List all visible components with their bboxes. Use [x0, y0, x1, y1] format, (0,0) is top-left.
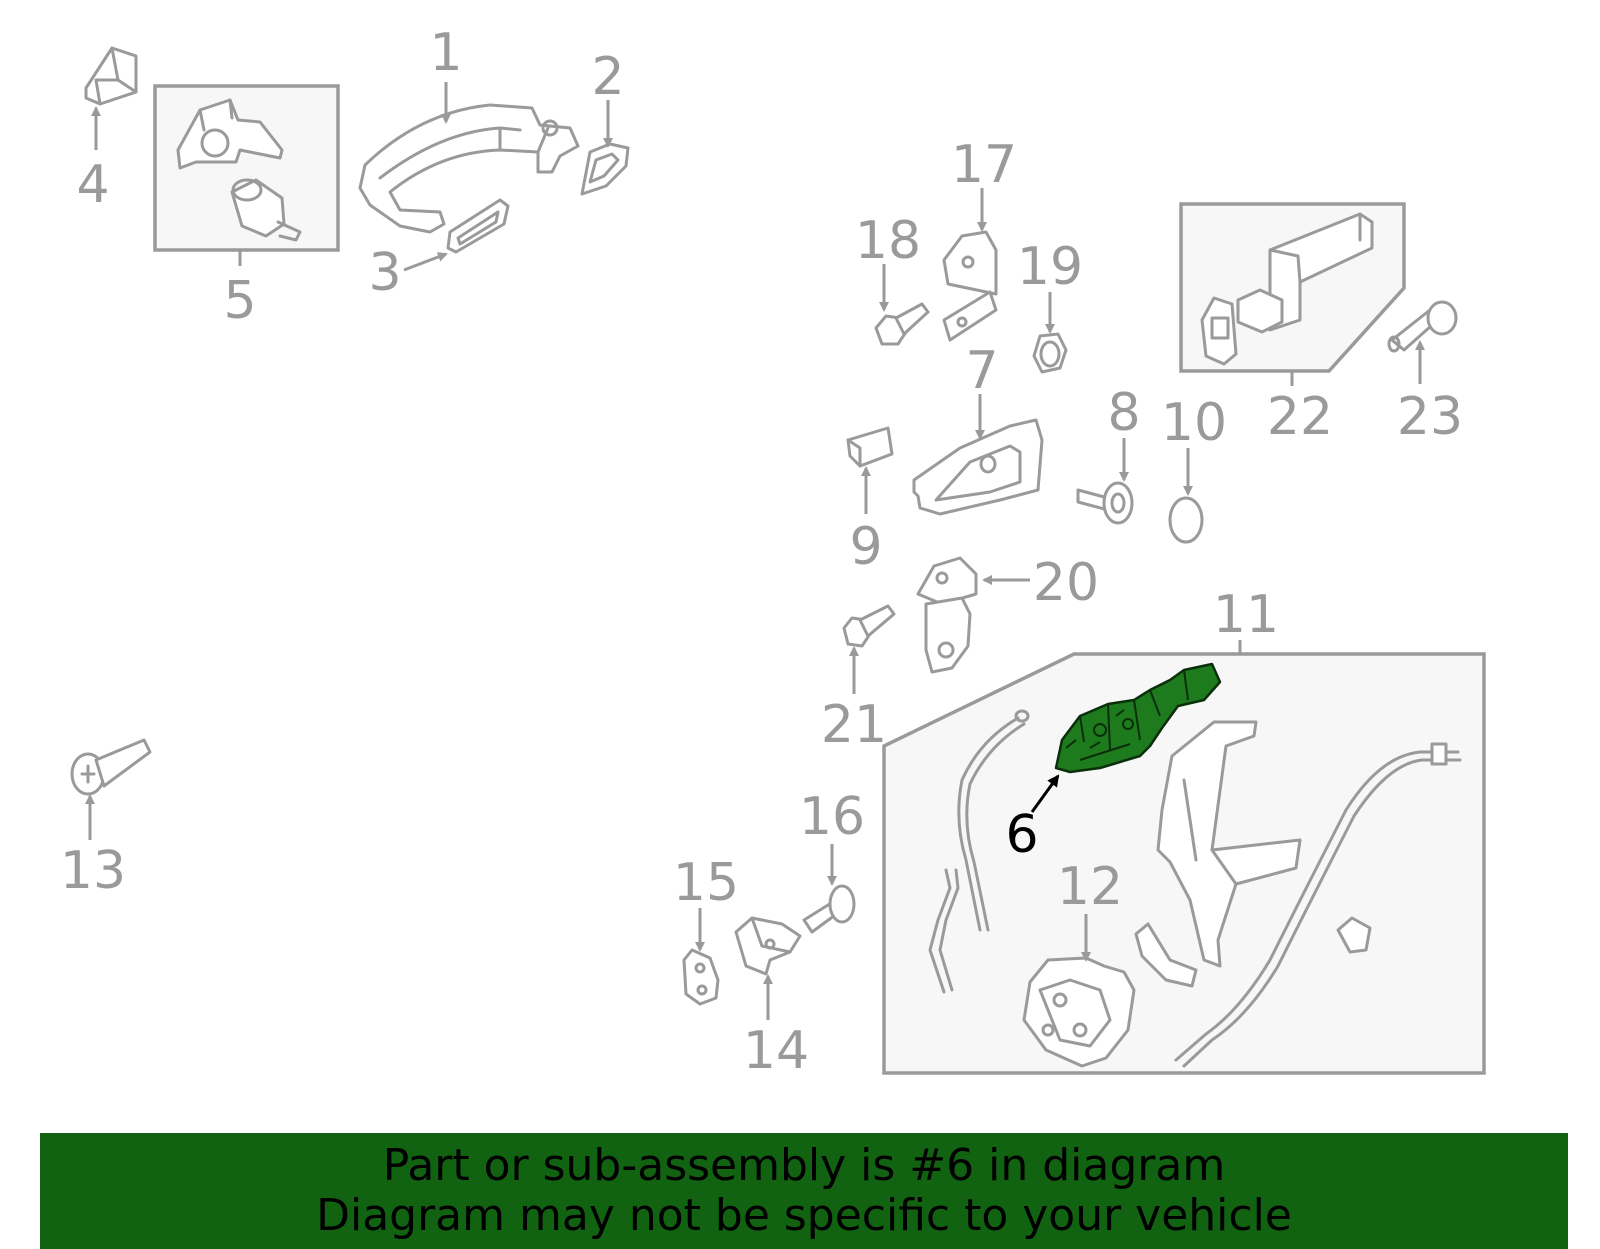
part-18-bolt: [874, 302, 930, 346]
callout-7: 7: [965, 341, 998, 401]
callout-11: 11: [1213, 585, 1279, 645]
info-banner: Part or sub-assembly is #6 in diagram Di…: [40, 1133, 1568, 1249]
callout-13: 13: [60, 841, 126, 901]
callout-4: 4: [76, 155, 109, 215]
callout-16: 16: [799, 787, 865, 847]
part-10-o-ring: [1168, 496, 1204, 544]
part-22-check-strap: [1200, 212, 1374, 366]
callout-23: 23: [1397, 387, 1463, 447]
part-2-gasket: [580, 142, 630, 196]
callout-19: 19: [1017, 237, 1083, 297]
leader-6: [1030, 774, 1060, 813]
part-17-bracket: [942, 230, 998, 342]
banner-line-2: Diagram may not be specific to your vehi…: [316, 1190, 1292, 1241]
callout-22: 22: [1267, 387, 1333, 447]
callout-8: 8: [1107, 383, 1140, 443]
part-13-screw: [70, 738, 152, 796]
callout-9: 9: [849, 517, 882, 577]
callout-21: 21: [821, 695, 887, 755]
callout-6: 6: [1005, 805, 1038, 865]
part-8-bolt: [1076, 481, 1134, 525]
callout-20: 20: [1033, 553, 1099, 613]
part-5-lock-cylinder: [176, 98, 302, 242]
part-3-gasket: [446, 198, 510, 254]
part-15-plate: [682, 948, 720, 1006]
part-9-clip: [846, 426, 894, 468]
part-4-cap: [84, 46, 138, 106]
callout-14: 14: [743, 1021, 809, 1081]
part-16-bolt: [802, 884, 856, 934]
callout-3: 3: [368, 243, 401, 303]
part-11-latch-assembly: [928, 709, 1462, 1068]
part-14-bracket: [734, 916, 802, 976]
part-19-nut: [1032, 332, 1068, 374]
part-20-bracket: [916, 556, 978, 674]
part-1-outside-handle: [358, 103, 580, 234]
callout-18: 18: [855, 211, 921, 271]
callout-12: 12: [1057, 857, 1123, 917]
leader-3: [403, 252, 448, 272]
callout-10: 10: [1161, 393, 1227, 453]
banner-line-1: Part or sub-assembly is #6 in diagram: [382, 1140, 1226, 1191]
callout-5: 5: [223, 271, 256, 331]
callout-17: 17: [951, 135, 1017, 195]
part-7-inside-handle: [912, 418, 1044, 516]
part-23-bolt: [1387, 300, 1458, 353]
callout-2: 2: [591, 47, 624, 107]
part-21-bolt: [842, 604, 896, 648]
part-6-handle-frame-highlighted: [1054, 662, 1222, 774]
callout-1: 1: [429, 23, 462, 83]
callout-15: 15: [673, 853, 739, 913]
